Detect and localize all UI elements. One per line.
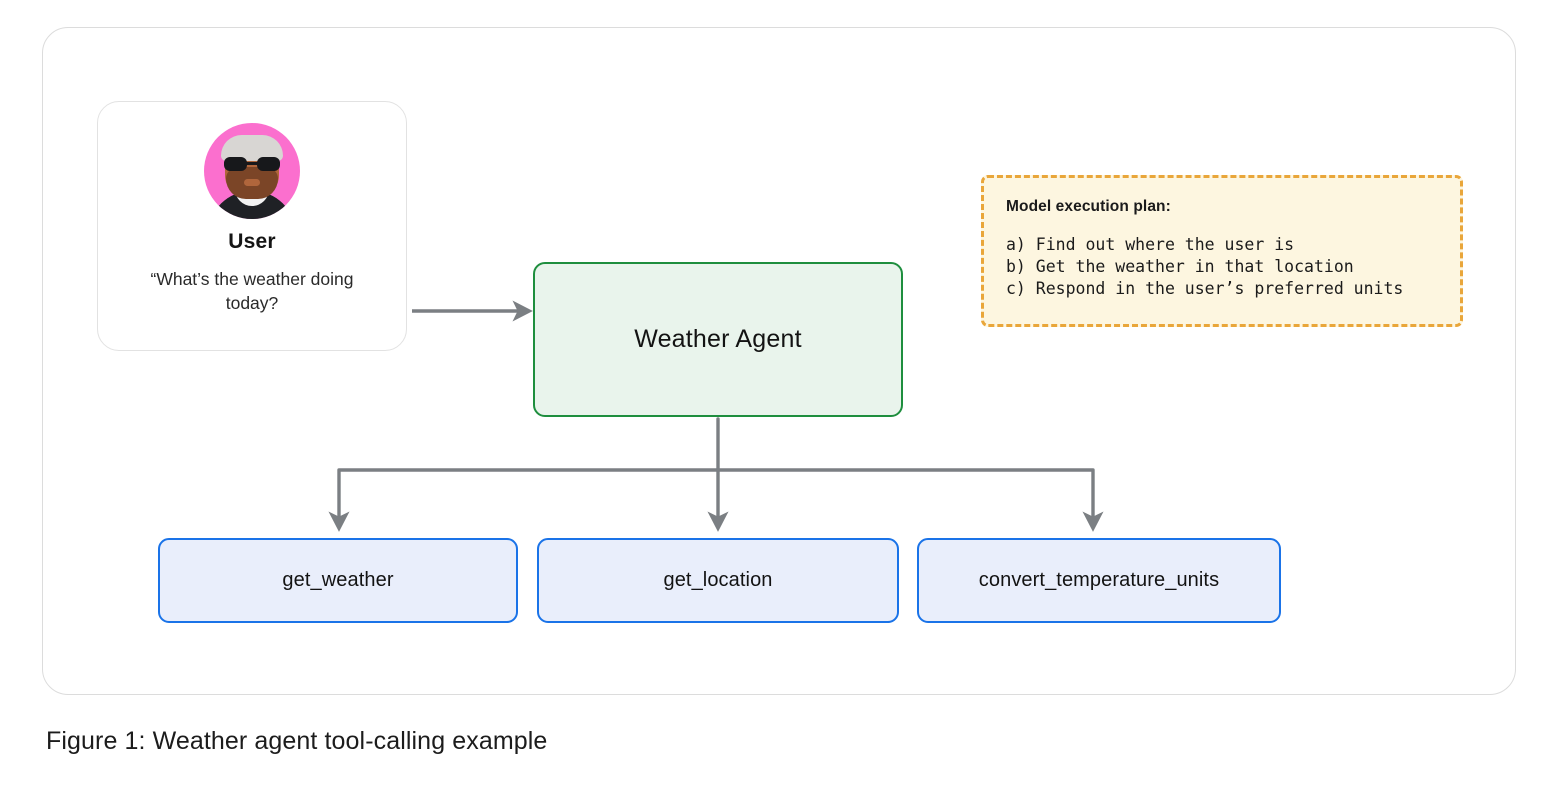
avatar-lens-left (224, 157, 247, 171)
avatar-sunglasses-icon (224, 157, 280, 171)
weather-agent-label: Weather Agent (634, 325, 802, 353)
model-execution-plan-box: Model execution plan: a) Find out where … (981, 175, 1463, 327)
tool-node-convert-temperature-units[interactable]: convert_temperature_units (917, 538, 1281, 623)
model-execution-plan-steps: a) Find out where the user is b) Get the… (1006, 235, 1404, 298)
user-label: User (228, 230, 276, 253)
avatar-hair (221, 135, 283, 161)
tool-node-get-location[interactable]: get_location (537, 538, 899, 623)
model-execution-plan-title: Model execution plan: (1006, 198, 1171, 215)
figure-caption: Figure 1: Weather agent tool-calling exa… (46, 727, 548, 755)
avatar-lens-right (257, 157, 280, 171)
weather-agent-node[interactable]: Weather Agent (533, 262, 903, 417)
tool-label: get_weather (282, 569, 394, 591)
avatar-glasses-bridge (246, 162, 258, 165)
user-card: User “What’s the weather doing today? (97, 101, 407, 351)
tool-label: get_location (663, 569, 773, 591)
avatar-mouth (244, 179, 260, 186)
tool-label: convert_temperature_units (978, 569, 1220, 591)
user-quote: “What’s the weather doing today? (150, 269, 354, 313)
user-avatar-illustration (204, 123, 300, 219)
tool-node-get-weather[interactable]: get_weather (158, 538, 518, 623)
